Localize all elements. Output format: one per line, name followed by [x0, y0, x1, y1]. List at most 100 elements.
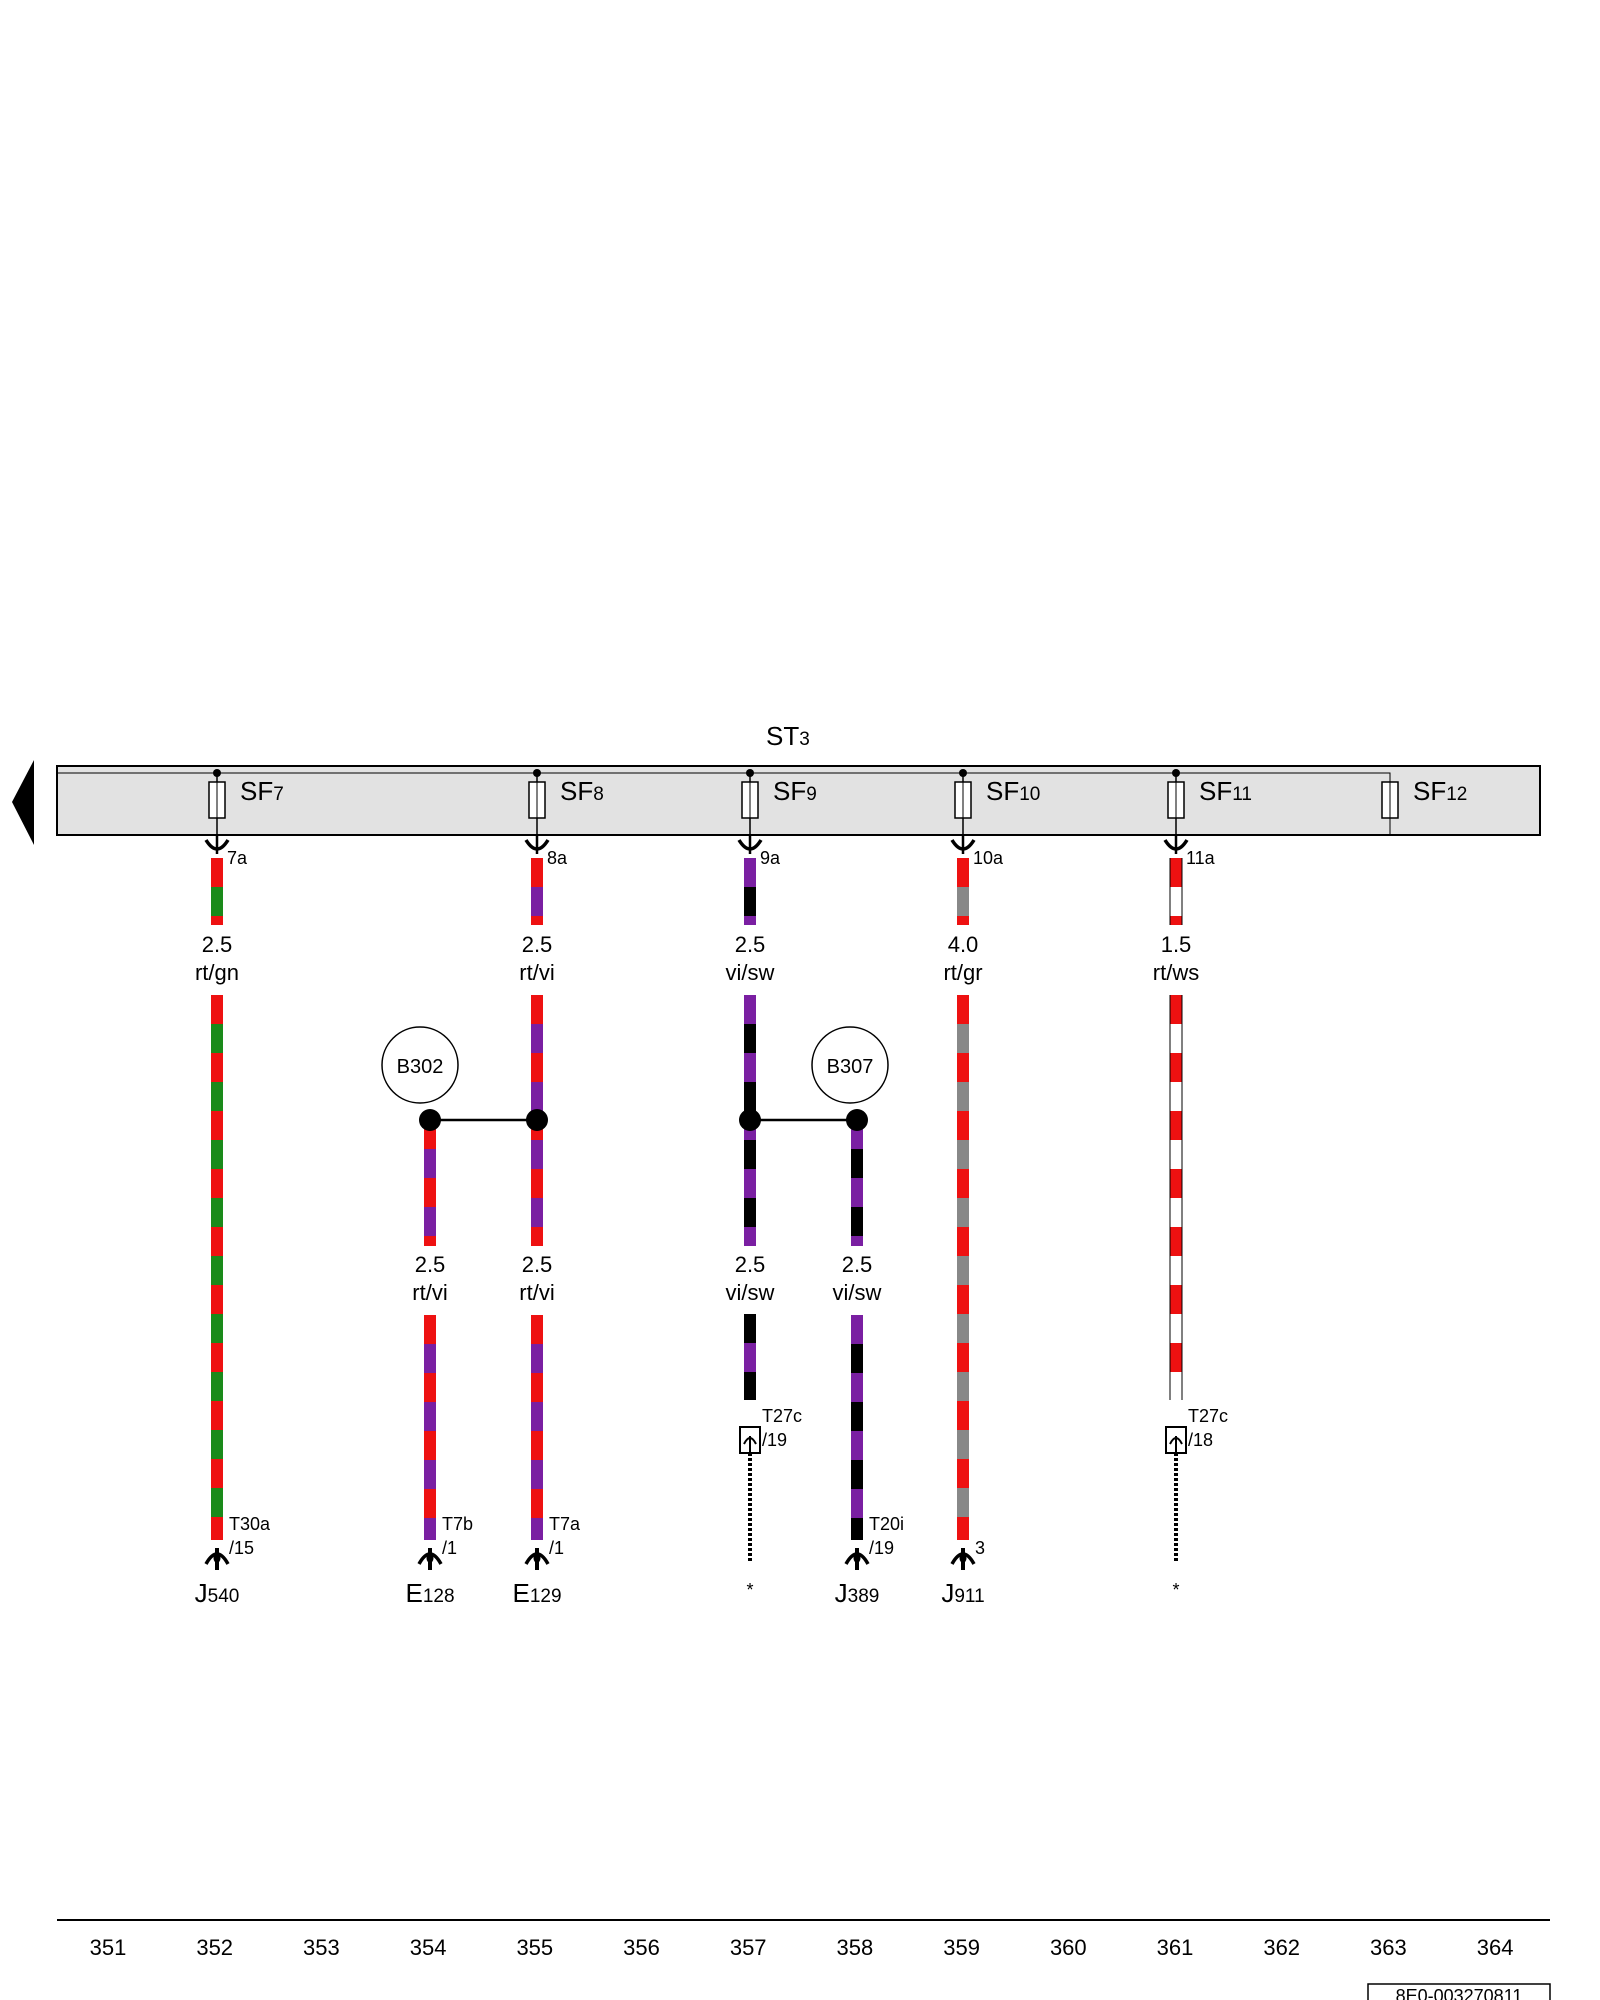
wire-color-code: rt/gn [195, 960, 239, 985]
reference-mark: * [746, 1580, 753, 1600]
fuse-label: SF9 [773, 776, 817, 806]
wire-segment-red-violet [531, 858, 543, 925]
branch-wire-upper [851, 1120, 863, 1246]
fuse-label: SF7 [240, 776, 284, 806]
wire-segment-violet-black [744, 858, 756, 925]
track-number: 351 [90, 1935, 127, 1960]
wire-segment-red-grey [957, 858, 969, 925]
track-number: 355 [516, 1935, 553, 1960]
track-number: 363 [1370, 1935, 1407, 1960]
connector-box [739, 1426, 761, 1454]
branch-wire-upper [424, 1120, 436, 1246]
connector-10a [950, 836, 976, 854]
reference-mark: * [1172, 1580, 1179, 1600]
wire-color-code: vi/sw [726, 1280, 775, 1305]
wire-segment-red-green [211, 858, 223, 925]
wire-size: 2.5 [202, 932, 233, 957]
wire-segment-middle [531, 995, 543, 1246]
track-number: 361 [1157, 1935, 1194, 1960]
wire-size: 2.5 [522, 1252, 553, 1277]
component-label: J540 [195, 1578, 240, 1608]
connector-9a [737, 836, 763, 854]
splice-junction [526, 1109, 548, 1131]
wire-color-code: rt/ws [1153, 960, 1199, 985]
pin-label: /19 [869, 1538, 894, 1558]
pin-label: /18 [1188, 1430, 1213, 1450]
fuse-sf7[interactable]: SF7 [208, 769, 284, 835]
wire-color-code: rt/vi [412, 1280, 447, 1305]
pin-label: T7a [549, 1514, 581, 1534]
wire-color-code: rt/vi [519, 1280, 554, 1305]
pin-label: 10a [973, 848, 1004, 868]
fuse-label: SF12 [1413, 776, 1467, 806]
pin-label: 8a [547, 848, 568, 868]
branch-wire-lower [424, 1315, 436, 1540]
pin-label: T7b [442, 1514, 473, 1534]
component-label: E128 [405, 1578, 454, 1608]
pin-label: /19 [762, 1430, 787, 1450]
track-number: 362 [1263, 1935, 1300, 1960]
component-label: E129 [512, 1578, 561, 1608]
pin-label: /15 [229, 1538, 254, 1558]
connector-end [204, 1548, 230, 1570]
fuse-sf11[interactable]: SF11 [1167, 769, 1252, 835]
pin-label: /1 [549, 1538, 564, 1558]
wire-color-code: rt/vi [519, 960, 554, 985]
connector-end [417, 1548, 443, 1570]
track-number: 359 [943, 1935, 980, 1960]
component-label: J389 [835, 1578, 880, 1608]
splice-junction [419, 1109, 441, 1131]
wire-size: 2.5 [842, 1252, 873, 1277]
track-number: 364 [1477, 1935, 1514, 1960]
wire-color-code: vi/sw [833, 1280, 882, 1305]
wire-size: 2.5 [735, 1252, 766, 1277]
fuse-strip-st3: ST3 [56, 721, 1541, 836]
document-id-box: 8E0-003270811 [1367, 1983, 1551, 2000]
splice-label: B302 [397, 1056, 444, 1078]
wire-size: 2.5 [415, 1252, 446, 1277]
fuse-label: SF8 [560, 776, 604, 806]
wire-size: 4.0 [948, 932, 979, 957]
pin-label: 7a [227, 848, 248, 868]
splice-b307[interactable]: B307 [811, 1026, 889, 1104]
track-number: 352 [196, 1935, 233, 1960]
branch-wire-lower [851, 1315, 863, 1540]
wire-segment-lower [744, 995, 756, 1400]
fuse-sf10[interactable]: SF10 [954, 769, 1040, 835]
pin-label: /1 [442, 1538, 457, 1558]
track-number: 353 [303, 1935, 340, 1960]
splice-b302[interactable]: B302 [381, 1026, 459, 1104]
connector-11a [1163, 836, 1189, 854]
pin-label: T27c [1188, 1406, 1228, 1426]
fuse-label: SF11 [1199, 776, 1252, 806]
fuse-sf9[interactable]: SF9 [741, 769, 817, 835]
track-number: 354 [410, 1935, 447, 1960]
track-number: 356 [623, 1935, 660, 1960]
wire-color-code: rt/gr [943, 960, 982, 985]
fuse-sf12[interactable]: SF12 [1381, 776, 1467, 819]
splice-junction [846, 1109, 868, 1131]
track-number: 357 [730, 1935, 767, 1960]
wire-9a-lower-labels: 2.5 vi/sw [710, 1246, 790, 1314]
previous-page-arrow[interactable] [12, 760, 34, 845]
component-label: J911 [941, 1578, 984, 1608]
wire-color-code: vi/sw [726, 960, 775, 985]
pin-label: 11a [1186, 848, 1216, 868]
connector-box [1165, 1426, 1187, 1454]
pin-label: 3 [975, 1538, 985, 1558]
splice-junction [739, 1109, 761, 1131]
pin-label: T27c [762, 1406, 802, 1426]
splice-label: B307 [827, 1056, 874, 1078]
fuse-sf8[interactable]: SF8 [528, 769, 604, 835]
wire-segment-red-white [1169, 858, 1183, 925]
connector-7a [204, 836, 230, 854]
pin-label: 9a [760, 848, 781, 868]
